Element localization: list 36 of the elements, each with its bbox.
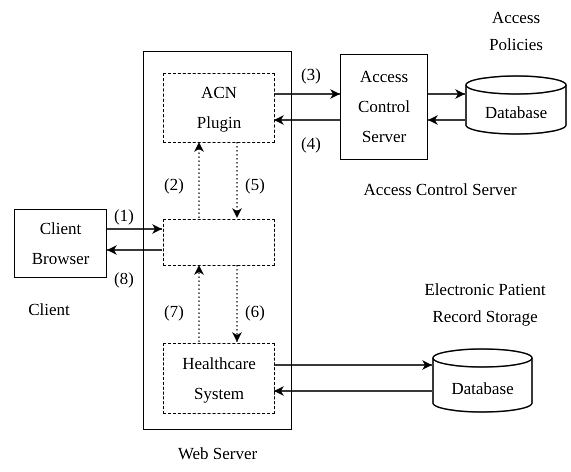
arrow (428, 89, 465, 99)
arrow (232, 265, 242, 342)
component-box (163, 73, 275, 143)
arrow (194, 142, 204, 218)
node-caption: Access Control Server (364, 179, 516, 201)
container-title: Web Server (176, 443, 258, 465)
node-label: ACN Plugin (196, 82, 242, 134)
edge-label: (1) (114, 206, 134, 225)
edge-label: (8) (114, 269, 134, 288)
arrow (107, 245, 162, 255)
component-box (163, 219, 275, 266)
arrow (274, 360, 432, 370)
node-caption: Client (28, 299, 70, 321)
edge-label: (6) (245, 302, 265, 321)
arrow (107, 224, 162, 234)
node-label: Client Browser (30, 218, 90, 270)
process-box (340, 54, 428, 160)
edge-label: (3) (301, 65, 321, 84)
node-caption: Electronic Patient Record Storage (423, 279, 547, 328)
edge-label: (5) (245, 175, 265, 194)
arrow (428, 115, 465, 125)
arrow (274, 386, 432, 396)
arrow (194, 265, 204, 342)
arrow (274, 89, 340, 99)
process-box (14, 209, 107, 278)
node-label: Healthcare System (181, 352, 257, 405)
node-caption: Access Policies (488, 7, 544, 56)
edge-label: (7) (164, 302, 184, 321)
node-label: Database (451, 378, 514, 400)
component-box (163, 343, 275, 414)
node-label: Database (484, 102, 548, 124)
node-label: Access Control Server (357, 66, 411, 148)
arrow (274, 115, 340, 125)
edge-label: (4) (301, 134, 321, 153)
arrow (232, 142, 242, 218)
edge-label: (2) (164, 175, 184, 194)
